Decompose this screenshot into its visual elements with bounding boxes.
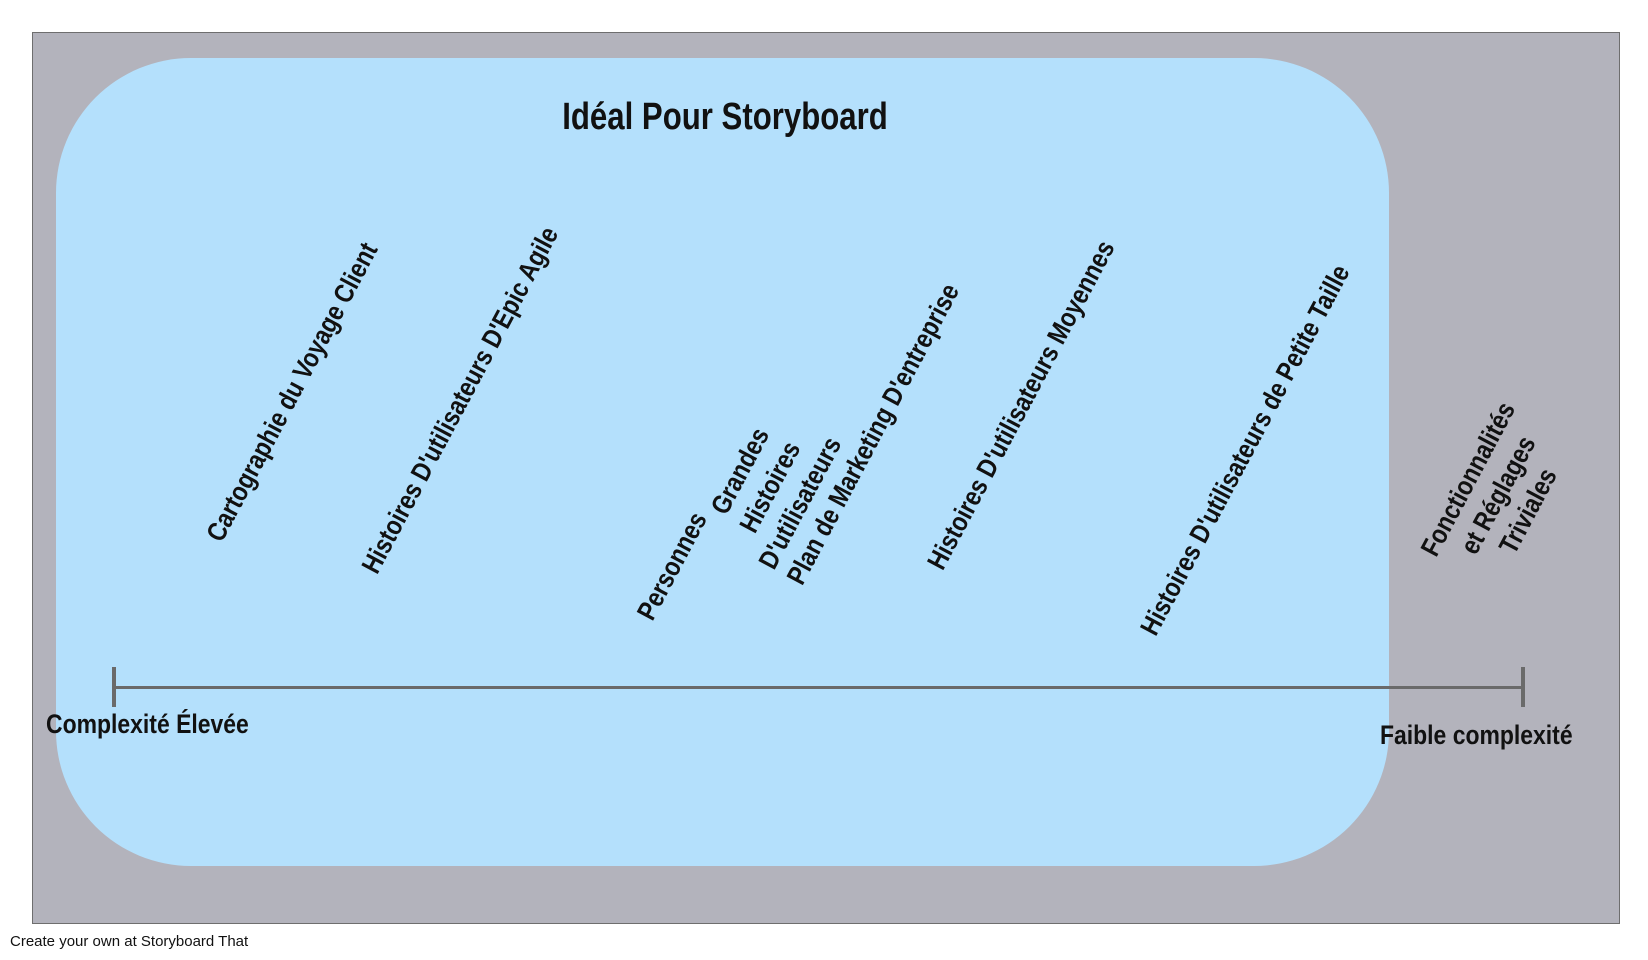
axis-label-high-complexity: Complexité Élevée	[46, 709, 249, 739]
axis-label-low-complexity: Faible complexité	[1380, 720, 1573, 750]
complexity-axis	[114, 686, 1524, 689]
footer-credit: Create your own at Storyboard That	[10, 933, 249, 950]
diagram-title: Idéal Pour Storyboard	[562, 96, 888, 138]
ideal-zone	[56, 58, 1389, 866]
axis-tick-left	[112, 667, 116, 707]
axis-tick-right	[1521, 667, 1525, 707]
